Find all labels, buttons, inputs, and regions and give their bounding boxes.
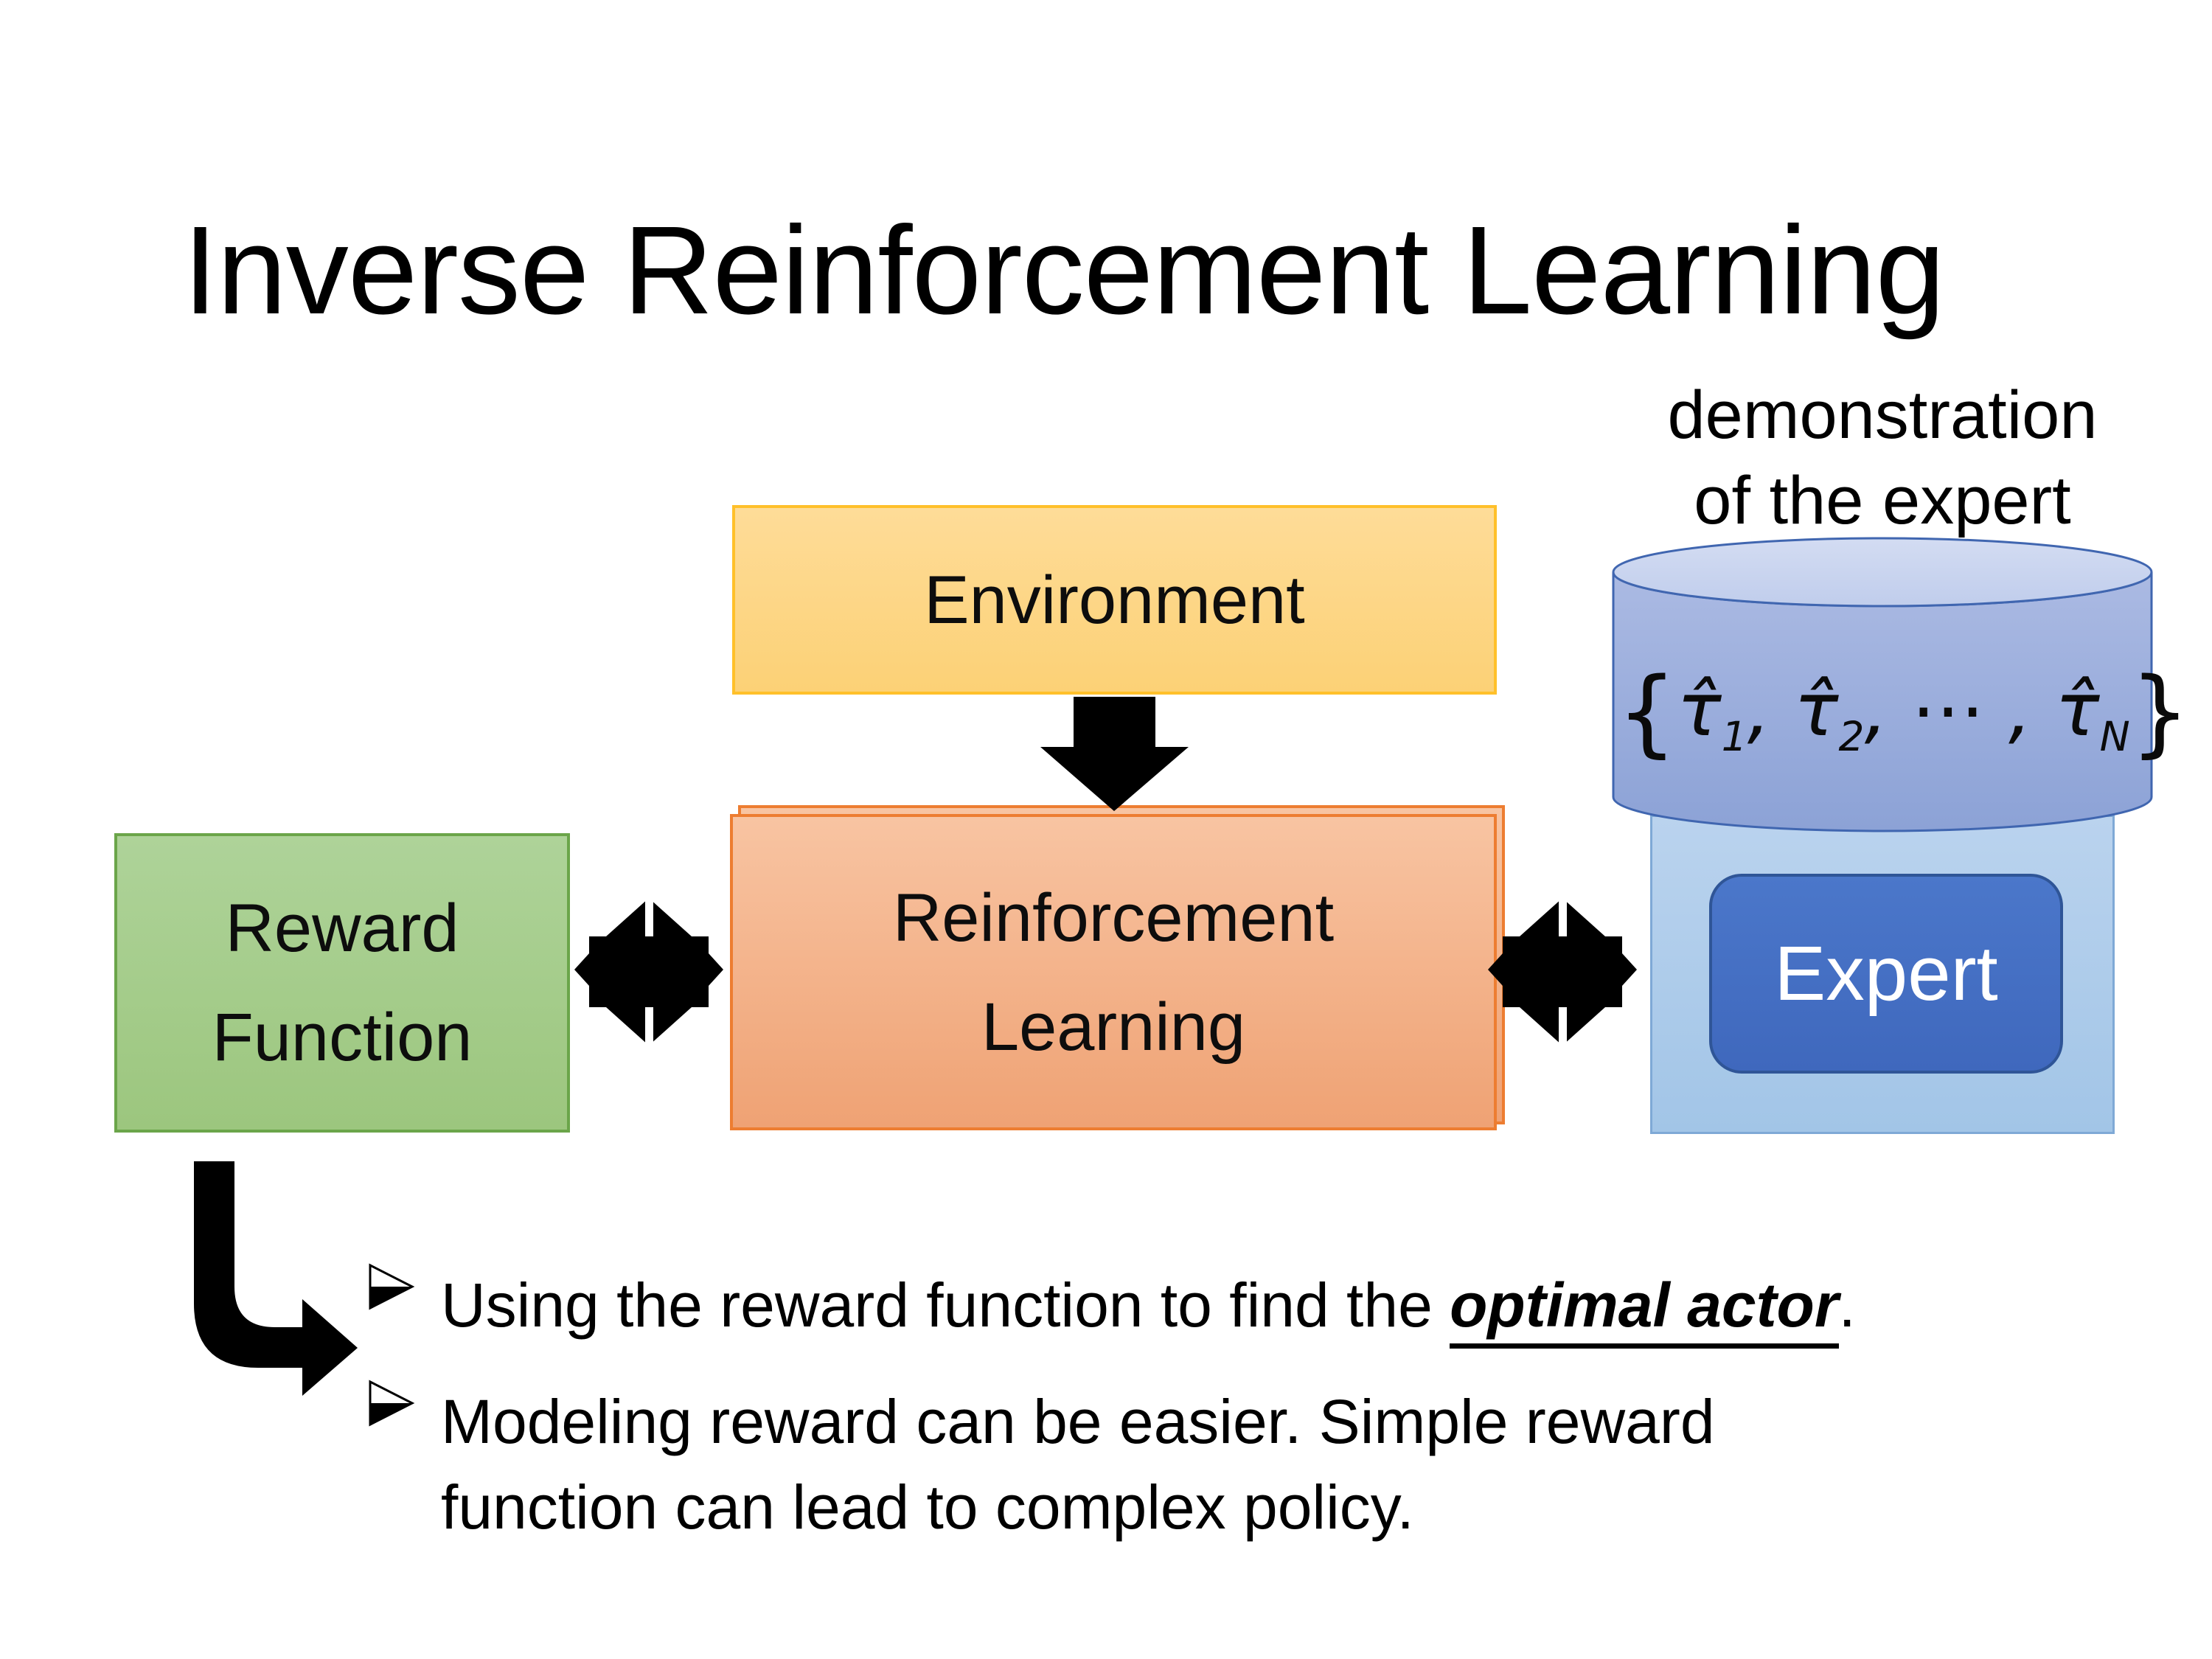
formula-sep2: , ⋯ ,	[1864, 667, 2056, 754]
environment-box: Environment	[732, 505, 1497, 695]
reward-label-line1: Reward	[225, 891, 459, 966]
formula-sub2: 2	[1838, 713, 1865, 761]
bullet-arrowhead-icon	[369, 1263, 415, 1310]
double-arrow-left-icon	[574, 898, 723, 1046]
reward-function-box: Reward Function	[114, 833, 570, 1133]
formula-tau2: τ̂	[1794, 667, 1839, 754]
formula-sep1: ,	[1747, 667, 1795, 754]
rl-label-line2: Learning	[981, 989, 1246, 1065]
demo-caption-line2: of the expert	[1694, 463, 2071, 538]
bullet2-line2: function can lead to complex policy.	[441, 1472, 1414, 1542]
rl-label-line1: Reinforcement	[892, 880, 1335, 956]
expert-box: Expert	[1709, 874, 2063, 1074]
bent-arrow-icon	[194, 1161, 358, 1396]
formula-tau1: τ̂	[1677, 667, 1722, 754]
trajectory-set-formula: {τ̂1, τ̂2, ⋯ , τ̂N}	[1617, 658, 2190, 768]
reinforcement-learning-box: Reinforcement Learning	[730, 814, 1497, 1130]
reward-label-line2: Function	[212, 1000, 473, 1075]
double-arrow-right-icon	[1488, 898, 1637, 1046]
slide-title: Inverse Reinforcement Learning	[183, 201, 1945, 341]
demonstration-caption: demonstration of the expert	[1617, 372, 2148, 543]
bullet1-suffix: .	[1838, 1270, 1856, 1340]
bullet1-prefix: Using the reward function to find the	[441, 1270, 1450, 1340]
formula-close-brace: }	[2129, 658, 2191, 768]
demo-caption-line1: demonstration	[1667, 378, 2098, 453]
formula-open-brace: {	[1617, 658, 1677, 768]
formula-subN: N	[2099, 713, 2130, 761]
environment-label: Environment	[924, 562, 1305, 638]
bullet-item-2: Modeling reward can be easier. Simple re…	[441, 1379, 1715, 1550]
database-cylinder-icon	[1612, 537, 2153, 832]
expert-label: Expert	[1774, 930, 1998, 1017]
bullet2-line1: Modeling reward can be easier. Simple re…	[441, 1387, 1715, 1456]
bullet1-emphasis: optimal actor	[1450, 1270, 1839, 1349]
formula-sub1: 1	[1721, 713, 1747, 761]
bullet-item-1: Using the reward function to find the op…	[441, 1262, 1856, 1349]
bullet-arrowhead-icon	[369, 1380, 415, 1427]
formula-tauN: τ̂	[2055, 667, 2100, 754]
down-arrow-icon	[1040, 697, 1189, 811]
